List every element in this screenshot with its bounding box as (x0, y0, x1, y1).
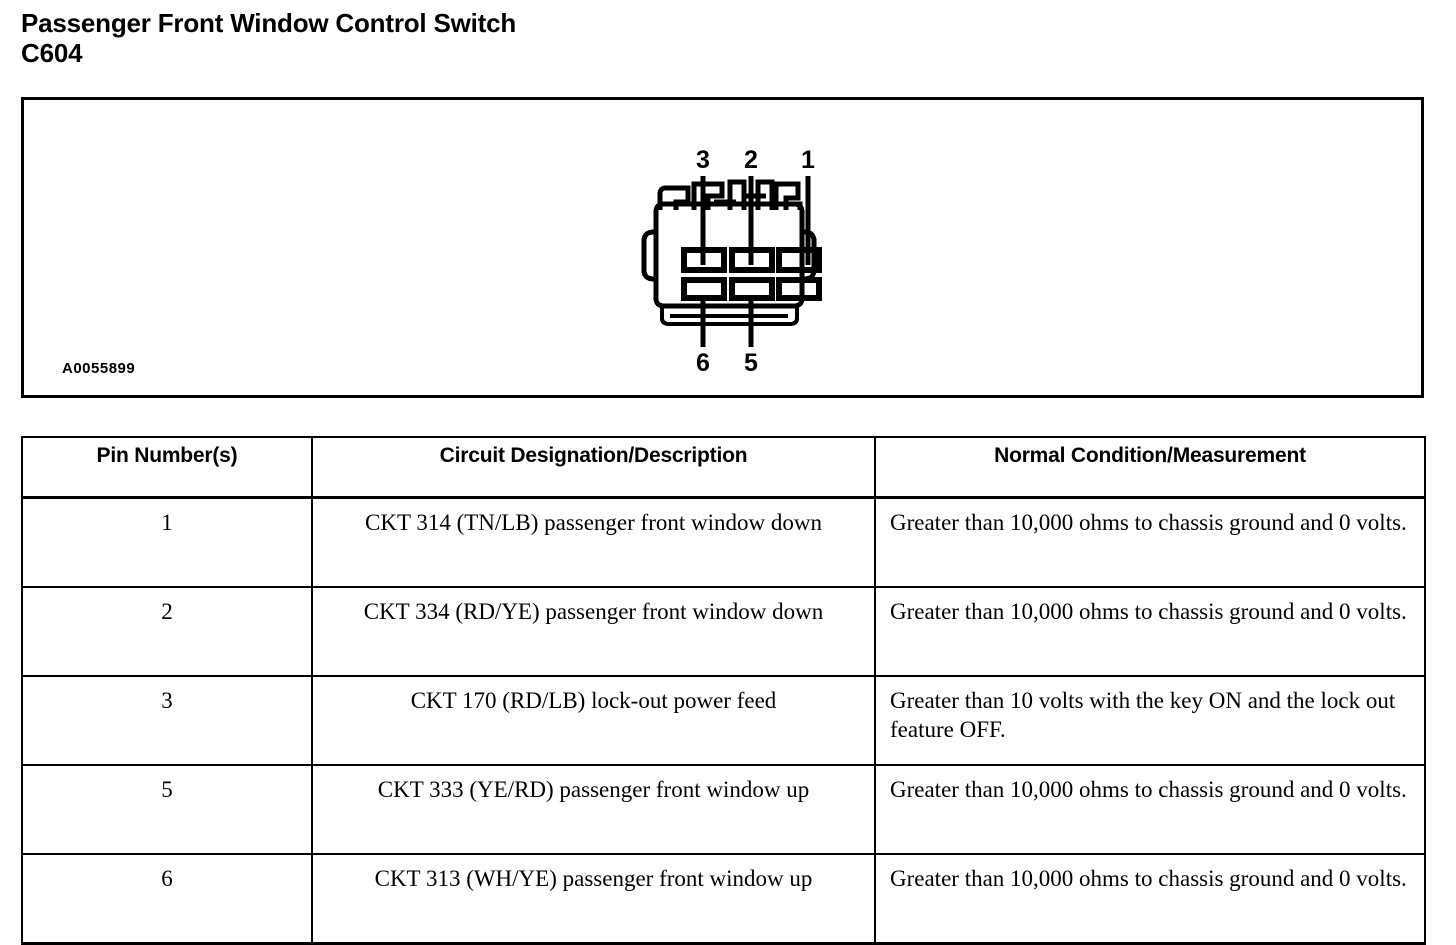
cell-circuit-description: CKT 334 (RD/YE) passenger front window d… (311, 586, 876, 677)
cavity-slot-pin-2 (729, 247, 775, 273)
table-header-row: Pin Number(s) Circuit Designation/Descri… (21, 436, 1426, 499)
rib-left-outer (657, 185, 691, 210)
illustration-caption: A0055899 (62, 360, 136, 377)
cell-pin-number: 2 (21, 586, 313, 677)
skirt-outer (660, 306, 799, 326)
cavity-slot-unused (776, 277, 822, 301)
page-title-line-1: Passenger Front Window Control Switch (21, 8, 517, 38)
cell-pin-number: 1 (21, 496, 313, 588)
pin-label-1: 1 (801, 146, 815, 174)
column-header-pin-number: Pin Number(s) (21, 436, 313, 499)
connector-bottom-skirt (660, 306, 799, 326)
pin-table-head: Pin Number(s) Circuit Designation/Descri… (21, 436, 1426, 499)
cavity-slots-top-row (681, 247, 822, 273)
cell-circuit-description: CKT 333 (YE/RD) passenger front window u… (311, 764, 876, 855)
cavity-slot-pin-3 (681, 247, 727, 273)
cavity-slots-bottom-row (681, 277, 822, 301)
cell-normal-condition: Greater than 10,000 ohms to chassis grou… (874, 853, 1426, 945)
cell-circuit-description: CKT 170 (RD/LB) lock-out power feed (311, 675, 876, 766)
pin-description-table: Pin Number(s) Circuit Designation/Descri… (21, 436, 1426, 945)
cell-circuit-description: CKT 314 (TN/LB) passenger front window d… (311, 496, 876, 588)
rib-3 (691, 181, 725, 210)
page-title: Passenger Front Window Control Switch C6… (21, 8, 921, 68)
column-header-circuit: Circuit Designation/Description (311, 436, 876, 499)
rib-center-right (755, 179, 775, 210)
pin-label-2: 2 (744, 146, 758, 174)
cell-normal-condition: Greater than 10 volts with the key ON an… (874, 675, 1426, 766)
pin-number-labels: 3 2 1 6 5 (696, 146, 815, 377)
cell-pin-number: 3 (21, 675, 313, 766)
cavity-slot-pin-1 (776, 247, 822, 273)
left-latch-ear (641, 229, 655, 282)
column-header-normal: Normal Condition/Measurement (874, 436, 1426, 499)
cell-normal-condition: Greater than 10,000 ohms to chassis grou… (874, 586, 1426, 677)
cell-pin-number: 5 (21, 764, 313, 855)
connector-illustration-panel: 3 2 1 6 5 A0055899 (21, 97, 1424, 398)
pin-label-6: 6 (696, 349, 710, 377)
cell-circuit-description: CKT 313 (WH/YE) passenger front window u… (311, 853, 876, 945)
pin-label-5: 5 (744, 349, 758, 377)
cavity-slot-pin-6 (681, 277, 727, 301)
cell-pin-number: 6 (21, 853, 313, 945)
rib-right-outer (778, 201, 803, 210)
connector-diagram: 3 2 1 6 5 (24, 100, 1421, 395)
page-title-line-2: C604 (21, 38, 83, 68)
connector-keying-ribs (657, 179, 803, 210)
cell-normal-condition: Greater than 10,000 ohms to chassis grou… (874, 496, 1426, 588)
rib-1 (773, 181, 801, 210)
cell-normal-condition: Greater than 10,000 ohms to chassis grou… (874, 764, 1426, 855)
pin-label-3: 3 (696, 146, 710, 174)
connector-face-view-svg: 3 2 1 6 5 (641, 146, 822, 377)
cavity-slot-pin-5 (729, 277, 775, 301)
